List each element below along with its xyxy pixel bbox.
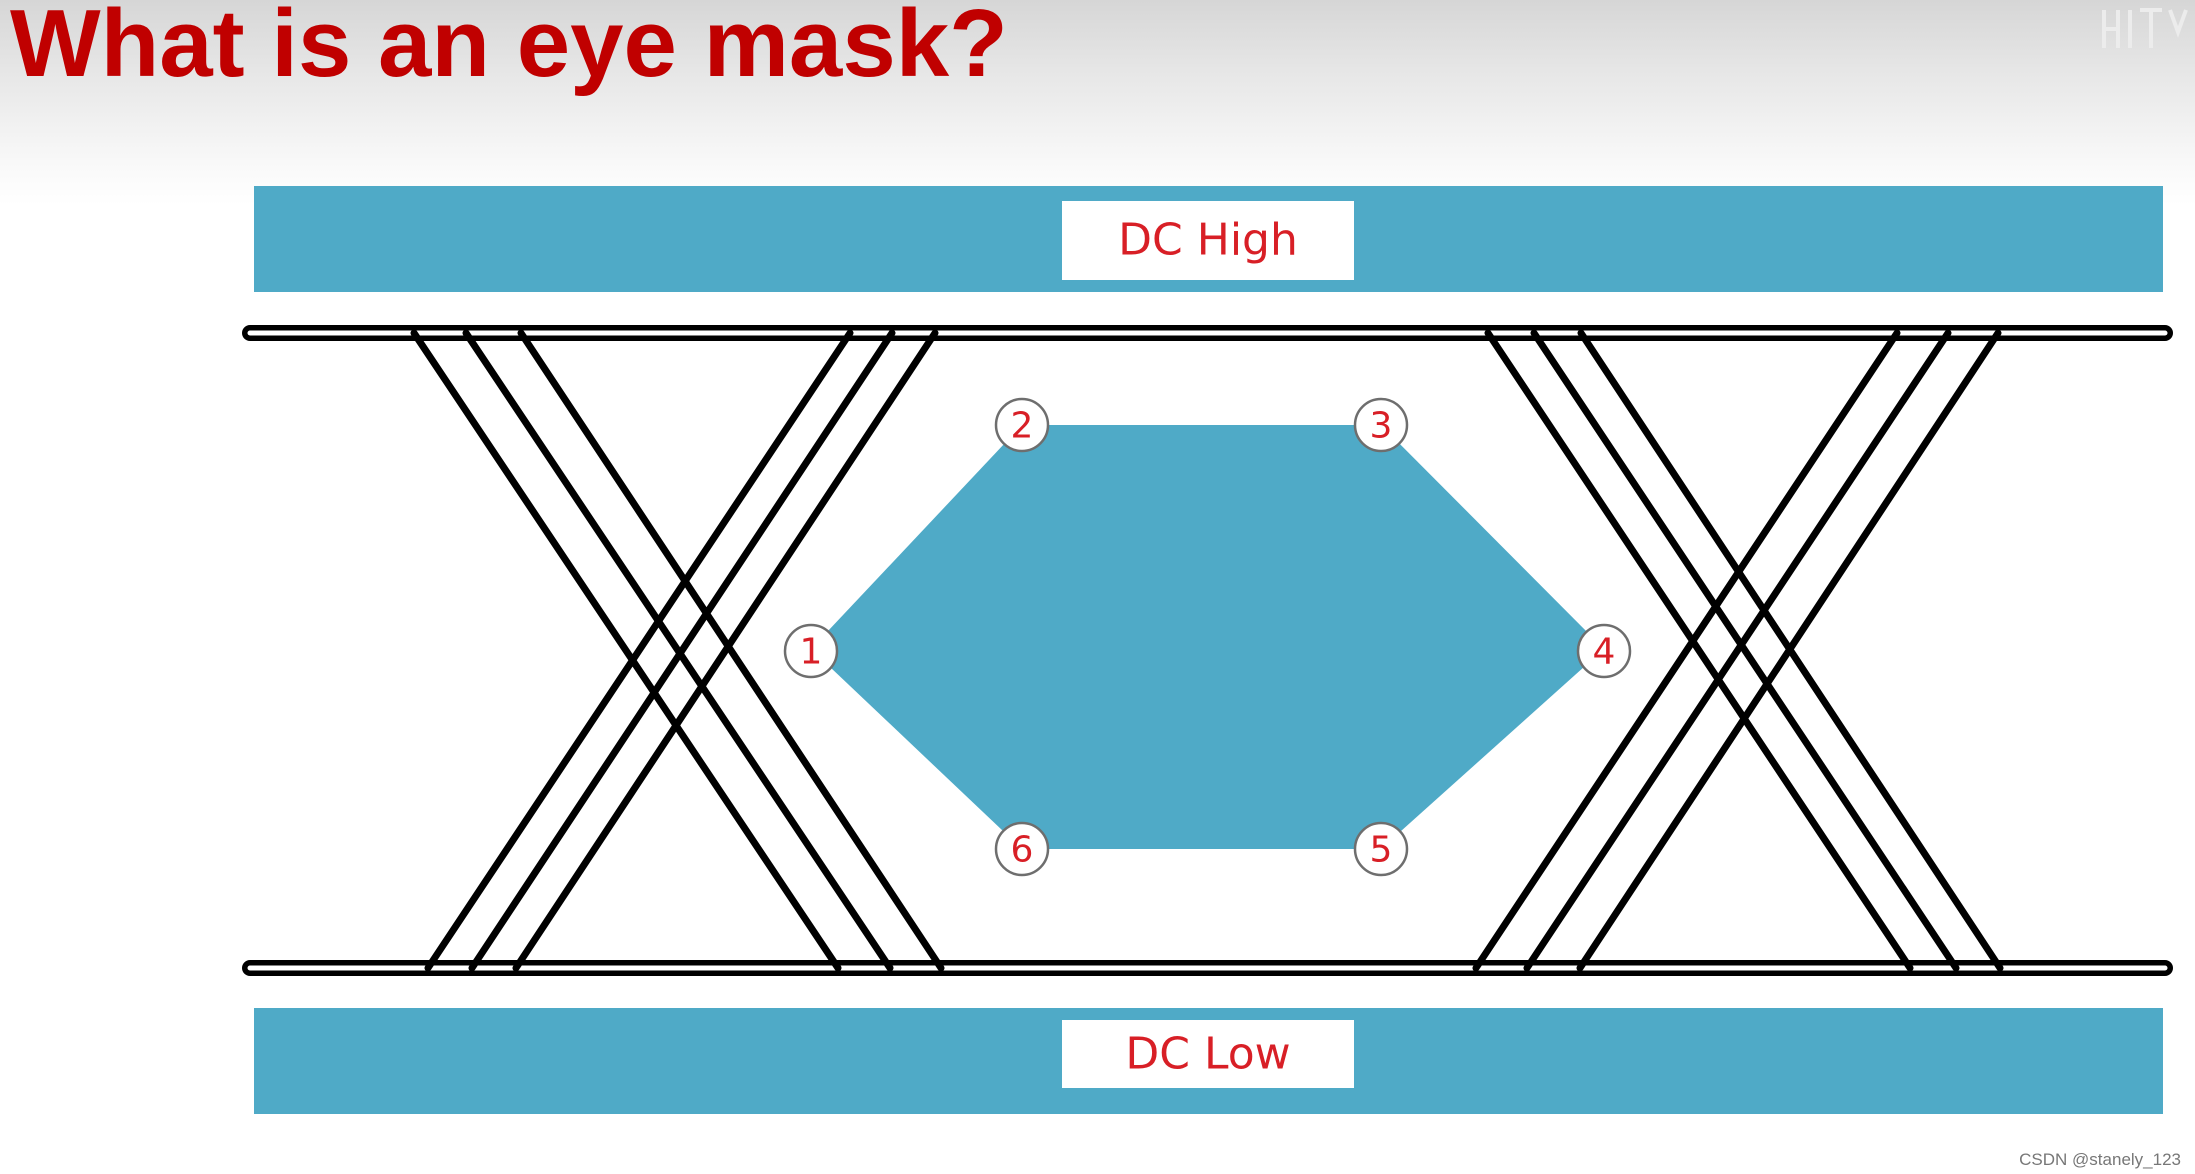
right-crossover-traces: [1472, 329, 2004, 972]
mask-point-label: 5: [1370, 830, 1393, 871]
dc-low-label-box: [1062, 1020, 1354, 1088]
trace-line: [512, 329, 939, 972]
mask-point-2: 2: [994, 397, 1050, 453]
dc-low-label: DC Low: [1125, 1029, 1290, 1080]
trace-line: [517, 329, 945, 972]
mask-point-1: 1: [783, 623, 839, 679]
mask-point-label: 6: [1011, 830, 1034, 871]
mask-point-4: 4: [1576, 623, 1632, 679]
trace-line: [1530, 329, 1960, 972]
mask-point-label: 2: [1011, 406, 1034, 447]
trace-line: [1472, 329, 1901, 972]
mask-point-3: 3: [1353, 397, 1409, 453]
trace-line: [1523, 329, 1952, 972]
left-crossover-traces: [410, 329, 945, 972]
slide-title: What is an eye mask?: [10, 0, 1008, 97]
mask-point-6: 6: [994, 821, 1050, 877]
dc-high-label-box: [1062, 201, 1354, 280]
trace-line: [468, 329, 896, 972]
mask-point-5: 5: [1353, 821, 1409, 877]
logo-mark-icon: [2102, 8, 2188, 48]
mask-point-label: 1: [800, 632, 823, 673]
trace-line: [1576, 329, 2002, 972]
mask-point-label: 3: [1370, 406, 1393, 447]
watermark: CSDN @stanely_123: [2019, 1150, 2181, 1169]
trace-line: [424, 329, 854, 972]
dc-high-label: DC High: [1118, 215, 1298, 266]
eye-mask-polygon: [811, 425, 1604, 849]
trace-line: [410, 329, 842, 972]
trace-line: [1484, 329, 1914, 972]
mask-point-label: 4: [1593, 632, 1616, 673]
